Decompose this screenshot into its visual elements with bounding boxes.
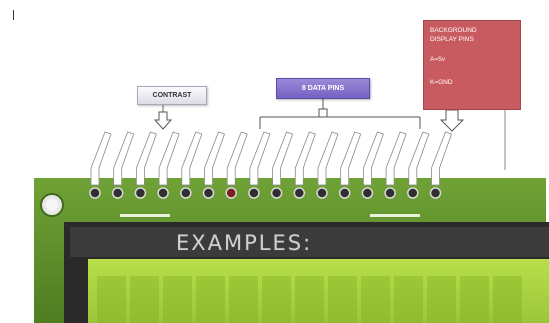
pin-11 — [316, 131, 339, 199]
silkscreen-mark-left — [120, 214, 170, 217]
lcd-cell — [130, 276, 159, 323]
lcd-cell — [295, 276, 324, 323]
pin-3 — [134, 131, 157, 199]
pin-7 — [225, 131, 248, 199]
background-pointer — [439, 109, 506, 170]
pin-10 — [293, 131, 316, 199]
background-label-line2: DISPLAY PINS — [430, 36, 474, 43]
lcd-screen — [88, 259, 549, 323]
lcd-cell — [163, 276, 192, 323]
lcd-cell — [262, 276, 291, 323]
lcd-cell — [394, 276, 423, 323]
text-cursor — [13, 10, 14, 20]
data-pins-bracket — [259, 99, 421, 129]
lcd-cell — [460, 276, 489, 323]
lcd-cell — [229, 276, 258, 323]
background-label-line1: BACKGROUND — [430, 27, 477, 34]
pin-header — [89, 131, 453, 199]
pin-8 — [248, 131, 271, 199]
pin-13 — [361, 131, 384, 199]
pin-9 — [270, 131, 294, 199]
pin-16 — [429, 131, 453, 199]
silkscreen-mark-right — [370, 214, 420, 217]
pin-4 — [157, 131, 180, 199]
lcd-cell — [328, 276, 357, 323]
data-pins-label: 8 DATA PINS — [276, 78, 370, 99]
lcd-cell — [427, 276, 456, 323]
lcd-cell — [97, 276, 126, 323]
background-display-pins-label: BACKGROUND DISPLAY PINS A=5v K=GND — [423, 20, 521, 110]
contrast-pointer — [153, 105, 173, 130]
pin-6 — [202, 131, 226, 199]
lcd-display-text: EXAMPLES: — [176, 231, 313, 255]
cathode-label: K=GND — [430, 79, 453, 86]
lcd-cell — [196, 276, 225, 323]
pin-2 — [111, 131, 135, 199]
contrast-label: CONTRAST — [137, 86, 207, 105]
lcd-cell — [361, 276, 390, 323]
pin-1 — [89, 131, 112, 199]
pin-14 — [384, 131, 407, 199]
pin-12 — [338, 131, 362, 199]
anode-label: A=5v — [430, 56, 445, 63]
lcd-character-cells — [97, 276, 522, 323]
pin-15 — [407, 131, 430, 199]
pin-5 — [180, 131, 203, 199]
lcd-cell — [493, 276, 522, 323]
